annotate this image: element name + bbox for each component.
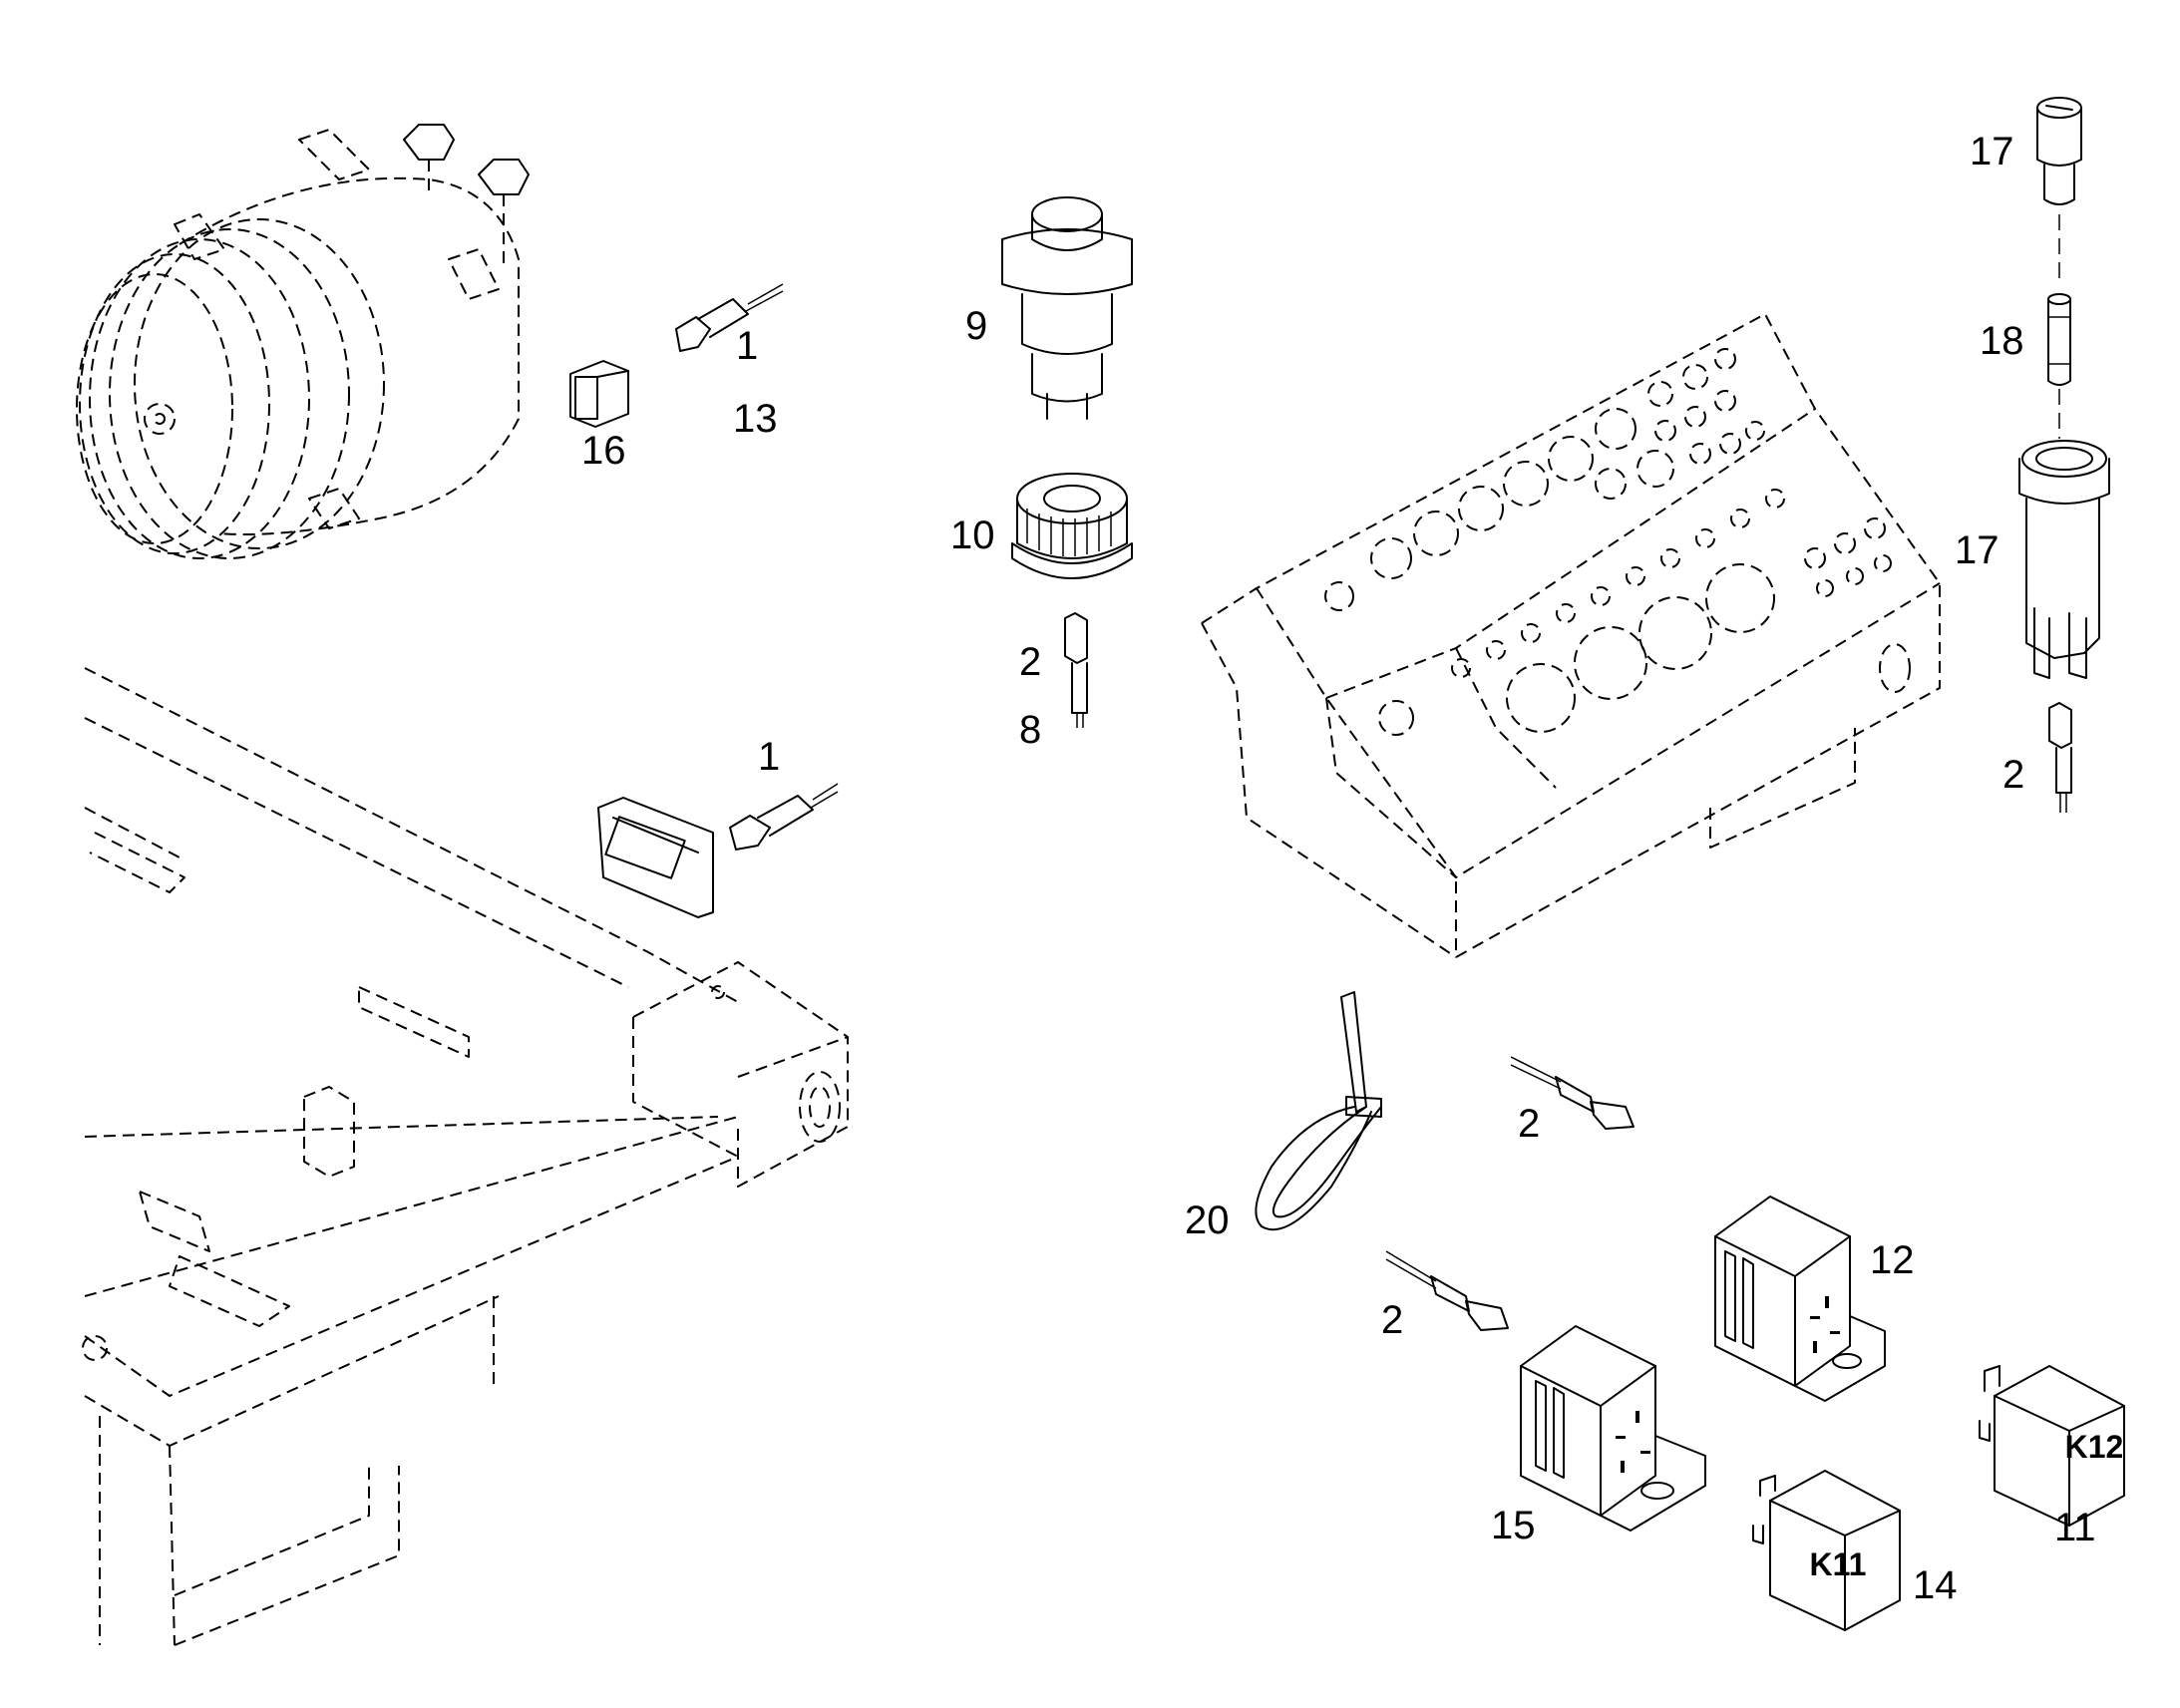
knurled-nut-10-drawing xyxy=(1011,473,1133,579)
terminal-1-13-drawing xyxy=(675,283,784,352)
callout-17-cap: 17 xyxy=(1970,130,2014,173)
callout-20: 20 xyxy=(1185,1198,1230,1242)
callout-2-lower: 2 xyxy=(1381,1298,1403,1342)
callout-14: 14 xyxy=(1913,1563,1958,1607)
terminal-2-fuse-drawing xyxy=(2048,702,2072,813)
callout-12: 12 xyxy=(1870,1238,1915,1282)
callout-2-button: 2 xyxy=(1019,640,1041,684)
callout-10: 10 xyxy=(950,513,995,557)
terminal-2-upper-drawing xyxy=(1510,1056,1635,1130)
cabin-floor-structure-drawing xyxy=(82,667,849,1646)
callout-15: 15 xyxy=(1491,1504,1536,1547)
relay-k11-14-drawing xyxy=(1752,1470,1901,1631)
callout-8: 8 xyxy=(1019,708,1041,752)
plug-16-drawing xyxy=(569,360,629,428)
fuse-holder-17-drawing xyxy=(2018,440,2110,679)
dashboard-panel-drawing xyxy=(1201,313,1941,958)
callout-1-connector: 1 xyxy=(758,735,780,779)
terminal-2-8-drawing xyxy=(1064,612,1088,728)
callout-2-upper: 2 xyxy=(1518,1102,1540,1146)
relay-k12-11-drawing xyxy=(1979,1365,2125,1527)
callout-11: 11 xyxy=(2054,1506,2096,1549)
callout-2-fuse: 2 xyxy=(2002,753,2024,797)
fuse-18-drawing xyxy=(2047,293,2071,439)
fuse-cap-17-drawing xyxy=(2036,97,2082,284)
relay-label-k12: K12 xyxy=(2065,1429,2124,1465)
push-button-9-drawing xyxy=(1001,196,1133,420)
ac-compressor-drawing xyxy=(76,124,530,559)
callout-17-holder: 17 xyxy=(1955,528,1999,572)
connector-1-drawing xyxy=(597,783,839,918)
relay-label-k11: K11 xyxy=(1810,1546,1867,1582)
relay-socket-12-drawing xyxy=(1714,1196,1886,1402)
callout-16: 16 xyxy=(581,429,626,473)
callout-13: 13 xyxy=(733,397,778,441)
callout-1-top: 1 xyxy=(736,324,758,368)
terminal-2-lower-drawing xyxy=(1385,1250,1509,1331)
callout-18: 18 xyxy=(1980,319,2024,363)
cable-tie-20-drawing xyxy=(1255,991,1382,1231)
relay-socket-15-drawing xyxy=(1520,1325,1706,1532)
callout-9: 9 xyxy=(965,304,987,348)
